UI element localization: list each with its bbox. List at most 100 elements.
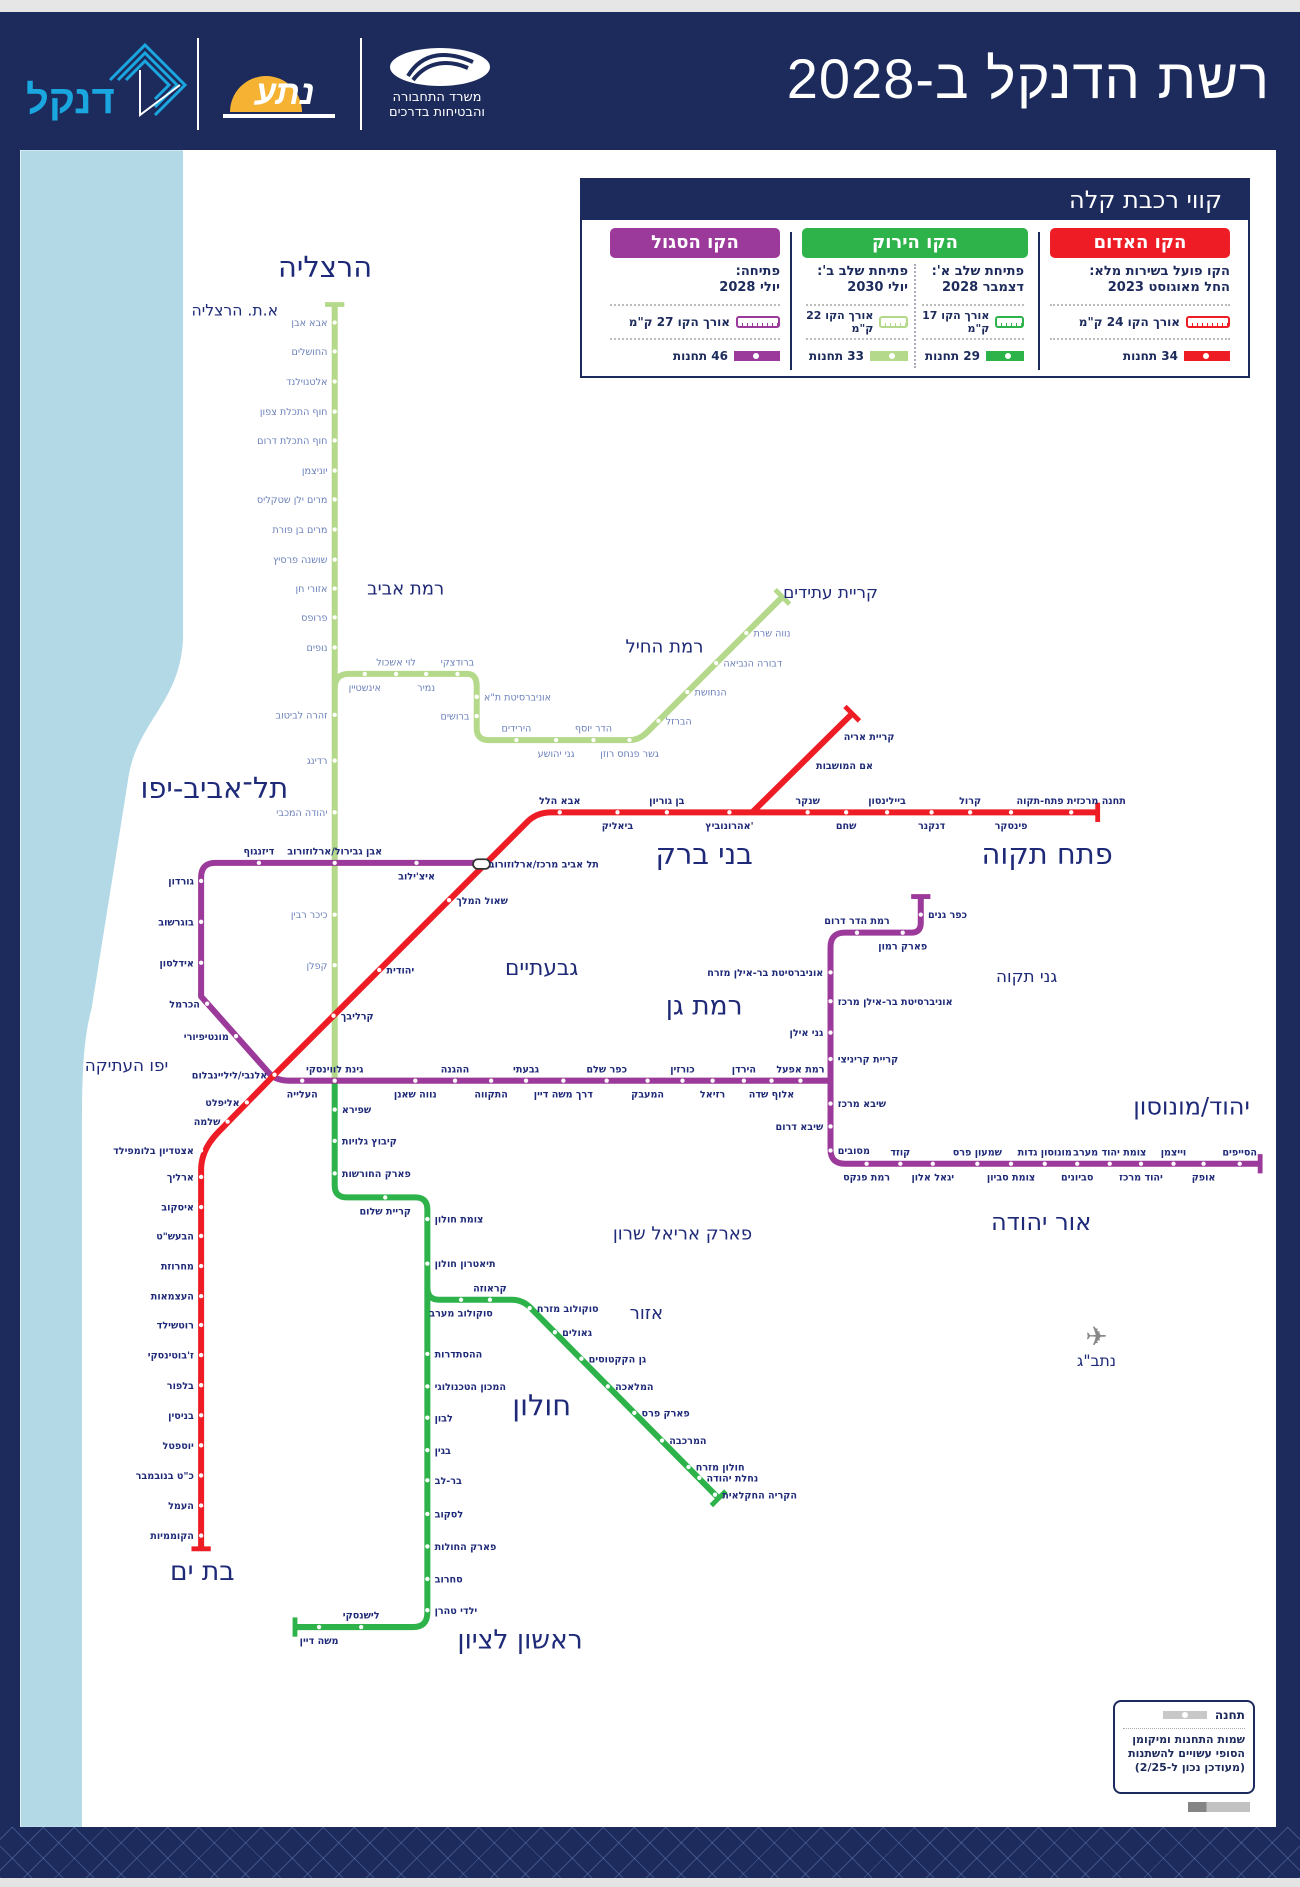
station-marker[interactable]	[552, 1330, 558, 1335]
station-marker[interactable]	[557, 810, 562, 815]
station-marker[interactable]	[425, 1216, 430, 1222]
station-label[interactable]: נופים	[306, 643, 327, 654]
station-label[interactable]: רוטשילד	[157, 1321, 194, 1332]
station-label[interactable]: אם המושבות	[816, 761, 873, 772]
station-marker[interactable]	[198, 1382, 204, 1388]
station-marker[interactable]	[198, 1204, 204, 1210]
station-marker[interactable]	[413, 1078, 418, 1083]
station-marker[interactable]	[198, 1503, 204, 1508]
station-label[interactable]: שמעון פרס	[953, 1147, 1003, 1158]
station-marker[interactable]	[1075, 1161, 1080, 1166]
station-label[interactable]: יהודה המכבי	[276, 808, 327, 819]
station-marker[interactable]	[425, 1261, 430, 1266]
station-label[interactable]: גשר פנחס רוזן	[600, 749, 659, 760]
station-marker[interactable]	[488, 1078, 494, 1083]
station-marker[interactable]	[1069, 810, 1074, 815]
station-marker[interactable]	[632, 1410, 637, 1416]
station-marker[interactable]	[452, 1078, 458, 1083]
station-label[interactable]: קראוזה	[473, 1283, 507, 1294]
station-label[interactable]: הנחושת	[695, 688, 727, 699]
station-marker[interactable]	[362, 671, 367, 677]
station-label[interactable]: נחלת יהודה	[707, 1473, 759, 1484]
station-label[interactable]: הירידים	[502, 724, 532, 735]
station-label[interactable]: לישנסקי	[343, 1611, 380, 1622]
station-marker[interactable]	[198, 1352, 204, 1358]
station-marker[interactable]	[332, 497, 337, 502]
station-marker[interactable]	[1107, 1161, 1112, 1166]
station-marker[interactable]	[1237, 1161, 1242, 1166]
station-marker[interactable]	[615, 810, 620, 815]
station-marker[interactable]	[828, 1124, 833, 1129]
station-marker[interactable]	[523, 1078, 529, 1083]
station-label[interactable]: משה דיין	[300, 1636, 339, 1647]
station-label[interactable]: בוגרשוב	[158, 917, 194, 928]
station-marker[interactable]	[967, 810, 973, 815]
station-label[interactable]: שיבא מרכז	[838, 1099, 887, 1110]
station-label[interactable]: המלאכה	[615, 1382, 653, 1393]
station-marker[interactable]	[414, 860, 419, 866]
station-label[interactable]: פארק החולות	[435, 1542, 497, 1553]
station-label[interactable]: שיבא דרום	[776, 1122, 824, 1133]
station-label[interactable]: נמיר	[417, 683, 435, 694]
station-marker[interactable]	[332, 468, 337, 473]
station-marker[interactable]	[332, 1138, 337, 1144]
station-label[interactable]: ז'בוטינסקי	[148, 1351, 194, 1362]
station-label[interactable]: פינסקר	[995, 821, 1028, 832]
station-label[interactable]: תיאטרון חולון	[435, 1259, 496, 1270]
station-label[interactable]: מחרוזת	[161, 1262, 194, 1273]
station-label[interactable]: גן הקקטוסים	[589, 1354, 647, 1365]
station-marker[interactable]	[553, 737, 559, 743]
station-marker[interactable]	[900, 930, 905, 935]
station-label[interactable]: קרול	[959, 796, 981, 807]
station-label[interactable]: איצ'ילוב	[398, 872, 435, 883]
station-marker[interactable]	[225, 1119, 230, 1124]
station-label[interactable]: כפר שלם	[586, 1064, 627, 1075]
station-label[interactable]: ברושים	[441, 712, 470, 723]
station-marker[interactable]	[1201, 1161, 1206, 1166]
station-label[interactable]: סביונים	[1061, 1173, 1093, 1184]
station-label[interactable]: סוקולוב מזרח	[537, 1304, 599, 1315]
station-marker[interactable]	[332, 586, 337, 591]
station-marker[interactable]	[332, 860, 337, 866]
station-marker[interactable]	[806, 763, 812, 768]
station-label[interactable]: קריית אריה	[844, 732, 895, 743]
station-marker[interactable]	[591, 737, 596, 743]
station-label[interactable]: פארק החורשות	[342, 1169, 411, 1180]
station-marker[interactable]	[425, 1511, 430, 1517]
station-label[interactable]: רמת פנקס	[843, 1173, 890, 1184]
station-label[interactable]: הקוממיות	[150, 1531, 194, 1542]
station-marker[interactable]	[198, 1322, 204, 1328]
station-marker[interactable]	[828, 970, 833, 975]
station-label[interactable]: רדינג	[307, 756, 328, 767]
station-marker[interactable]	[487, 1297, 493, 1302]
station-label[interactable]: ברודצקי	[441, 658, 475, 669]
station-label[interactable]: אהרונוביץ'	[705, 821, 753, 832]
station-label[interactable]: המכון הטכנולוגי	[435, 1382, 506, 1393]
station-label[interactable]: יוספטל	[163, 1441, 194, 1452]
station-marker[interactable]	[685, 689, 690, 695]
station-marker[interactable]	[712, 1492, 718, 1497]
station-marker[interactable]	[714, 660, 719, 666]
station-marker[interactable]	[561, 1078, 566, 1083]
station-marker[interactable]	[198, 1473, 204, 1478]
station-label[interactable]: חוף התכלת צפון	[260, 407, 328, 418]
station-marker[interactable]	[659, 1438, 665, 1443]
station-label[interactable]: איסקוב	[161, 1203, 194, 1214]
station-marker[interactable]	[898, 1161, 903, 1166]
station-label[interactable]: הכרמל	[169, 999, 200, 1010]
station-label[interactable]: שלמה	[194, 1117, 221, 1128]
station-label[interactable]: וייצמן	[1161, 1147, 1186, 1158]
station-marker[interactable]	[843, 810, 849, 815]
station-marker[interactable]	[828, 1030, 833, 1035]
station-label[interactable]: לסקוב	[435, 1510, 464, 1521]
station-marker[interactable]	[514, 737, 519, 743]
station-marker[interactable]	[332, 962, 337, 968]
station-label[interactable]: ארליך	[167, 1173, 194, 1184]
station-marker[interactable]	[331, 1013, 336, 1018]
station-marker[interactable]	[272, 1072, 277, 1077]
station-marker[interactable]	[798, 1078, 803, 1083]
station-marker[interactable]	[1008, 810, 1014, 815]
station-marker[interactable]	[1171, 1161, 1176, 1166]
station-label[interactable]: החושלים	[291, 347, 327, 358]
station-marker[interactable]	[198, 1174, 204, 1180]
